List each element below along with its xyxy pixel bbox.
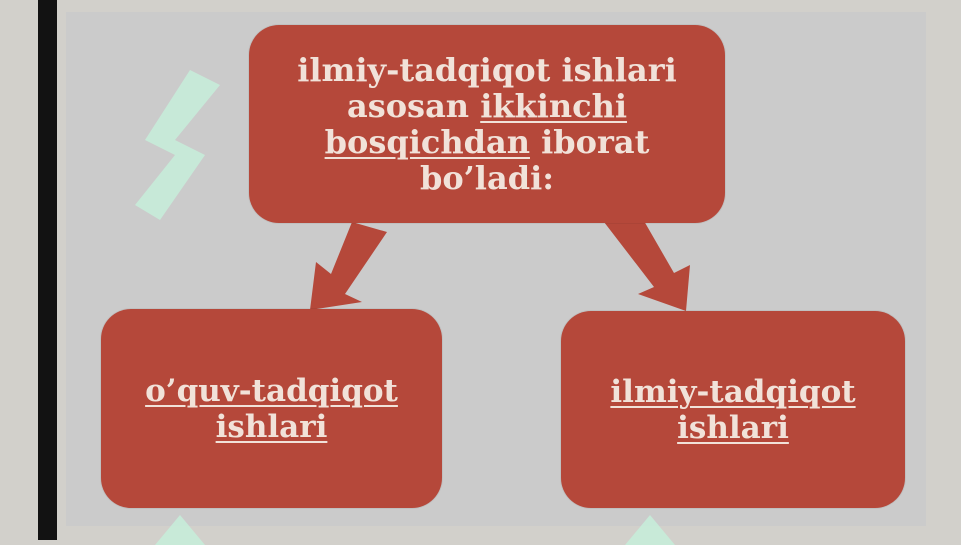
link-ilmiy-tadqiqot[interactable]: ilmiy-tadqiqot ishlari — [610, 374, 855, 446]
top-box-line-2: asosan ikkinchi — [297, 88, 677, 124]
top-box-text: ilmiy-tadqiqot ishlari asosan ikkinchi b… — [297, 52, 677, 196]
right-box-line-2: ishlari — [677, 409, 789, 446]
top-box: ilmiy-tadqiqot ishlari asosan ikkinchi b… — [249, 25, 725, 223]
top-box-plain-asosan: asosan — [346, 87, 470, 125]
link-ikkinchi[interactable]: ikkinchi — [480, 87, 628, 125]
top-box-line-4: bo’ladi: — [419, 159, 555, 197]
left-accent-bar — [38, 0, 57, 540]
left-box[interactable]: o’quv-tadqiqot ishlari — [101, 309, 442, 508]
left-box-line-2: ishlari — [215, 408, 328, 445]
left-box-line-1: o’quv-tadqiqot — [145, 372, 398, 409]
top-box-line-3: bosqichdan iborat — [297, 124, 677, 160]
arrow-to-right-box — [604, 214, 690, 311]
right-box[interactable]: ilmiy-tadqiqot ishlari — [561, 311, 905, 508]
right-box-line-1: ilmiy-tadqiqot — [610, 373, 856, 410]
link-oquv-tadqiqot[interactable]: o’quv-tadqiqot ishlari — [145, 373, 398, 445]
arrow-to-left-box — [310, 222, 387, 310]
top-box-line-1: ilmiy-tadqiqot ishlari — [297, 51, 677, 89]
link-bosqichdan[interactable]: bosqichdan — [324, 123, 530, 161]
top-box-plain-iborat: iborat — [541, 123, 650, 161]
